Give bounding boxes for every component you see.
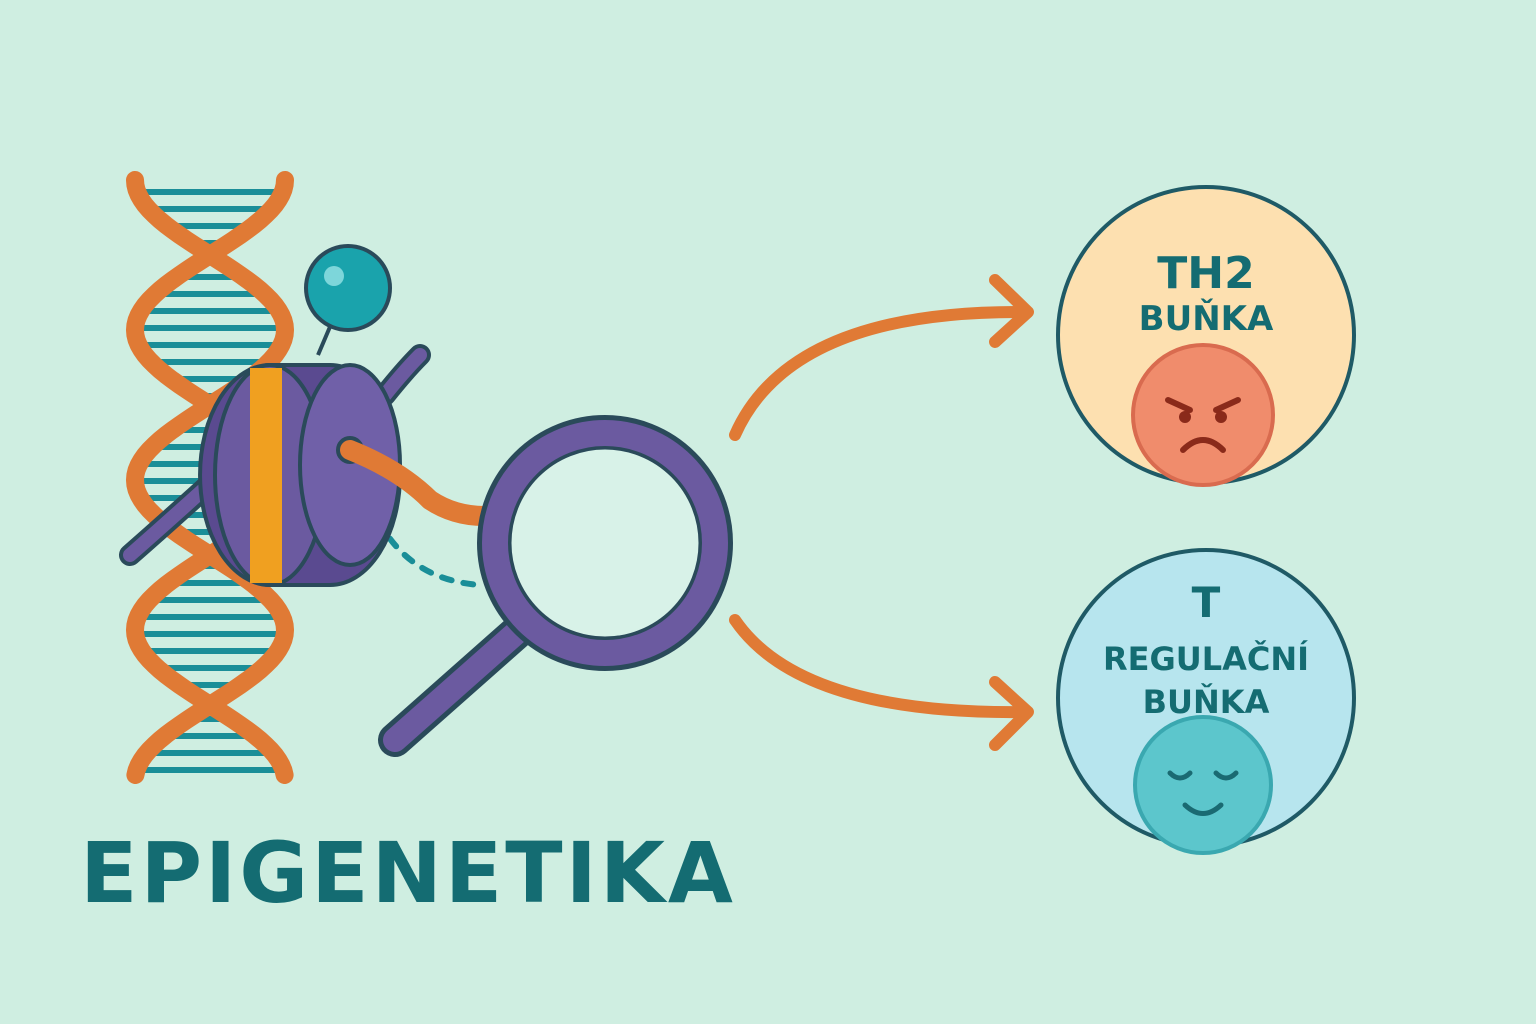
calm-face-icon: [1133, 715, 1273, 855]
nucleosome-icon: [119, 244, 431, 587]
dna-linker: [340, 440, 510, 526]
magnifier-icon: [378, 415, 733, 757]
title: EPIGENETIKA: [80, 824, 736, 922]
treg-cell-word: BUŇKA: [1143, 683, 1270, 721]
angry-face-icon: [1131, 343, 1275, 487]
dashed-link: [375, 517, 483, 588]
treg-t-label: T: [1192, 578, 1221, 627]
th2-label: TH2: [1157, 248, 1254, 299]
th2-cell-word: BUŇKA: [1139, 298, 1274, 339]
arrow-to-treg: [729, 614, 1034, 751]
treg-cell: T REGULAČNÍ BUŇKA: [1056, 548, 1356, 855]
dna-strand: [125, 171, 295, 784]
treg-regulatory-label: REGULAČNÍ: [1103, 639, 1309, 678]
th2-cell: TH2 BUŇKA: [1056, 185, 1356, 487]
arrow-to-th2: [729, 274, 1034, 441]
